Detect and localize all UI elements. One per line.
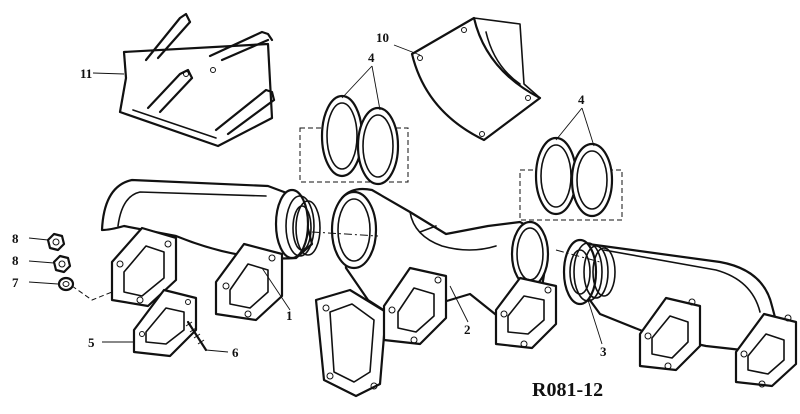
part-11-bracket <box>118 12 276 148</box>
callout-8-upper: 8 <box>12 231 19 246</box>
part-4-sealing-rings-right <box>519 136 623 221</box>
callout-labels: 11 10 4 4 8 8 7 5 6 1 2 3 <box>12 30 607 360</box>
leader-lines <box>28 44 603 353</box>
part-6-stud <box>185 320 208 352</box>
callout-11: 11 <box>80 66 92 81</box>
part-4-sealing-rings-left <box>299 94 409 186</box>
drawing-code: R081-12 <box>532 379 603 401</box>
part-7-washer <box>57 276 75 292</box>
callout-4-right: 4 <box>578 92 585 107</box>
callout-7: 7 <box>12 275 19 290</box>
part-5-gasket <box>132 288 198 358</box>
callout-8-lower: 8 <box>12 253 19 268</box>
part-8-nut-lower <box>52 254 72 274</box>
callout-10: 10 <box>376 30 389 45</box>
part-2-center-exhaust-manifold <box>311 187 558 398</box>
callout-5: 5 <box>88 335 95 350</box>
part-8-nut-upper <box>46 232 66 252</box>
part-10-heat-shield <box>410 16 542 142</box>
callout-3: 3 <box>600 344 607 359</box>
part-3-right-exhaust-manifold <box>555 238 798 388</box>
callout-6: 6 <box>232 345 239 360</box>
part-1-left-exhaust-manifold <box>100 178 321 322</box>
callout-2: 2 <box>464 322 471 337</box>
callout-4-left: 4 <box>368 50 375 65</box>
callout-1: 1 <box>286 308 293 323</box>
